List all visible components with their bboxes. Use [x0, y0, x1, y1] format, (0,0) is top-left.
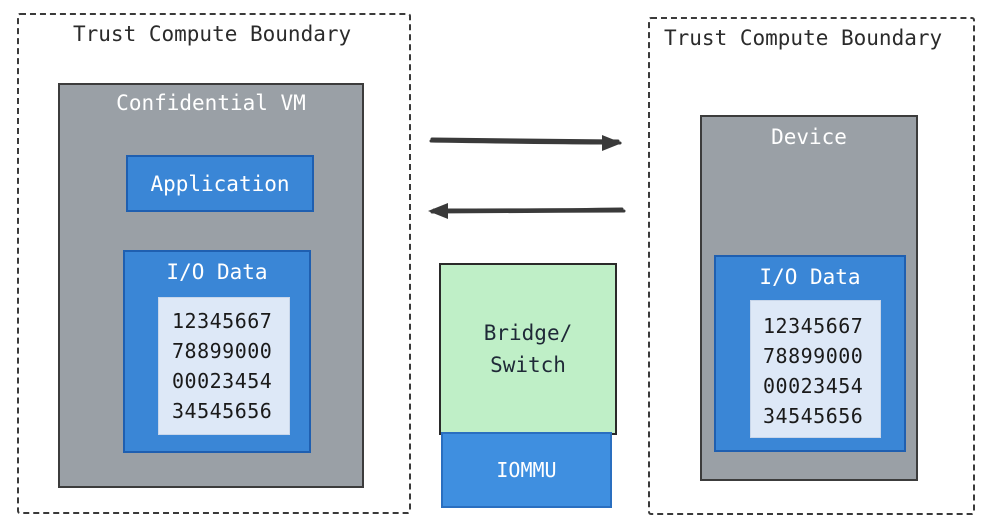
right-io-line-2: 78899000 — [763, 344, 864, 368]
left-boundary-label: Trust Compute Boundary — [73, 22, 352, 46]
confidential-vm-label: Confidential VM — [116, 91, 306, 115]
arrow-right — [429, 137, 622, 145]
bridge-switch-box: Bridge/ Switch — [439, 263, 617, 435]
right-io-data-values: 12345667 78899000 00023454 34545656 — [750, 300, 881, 438]
bridge-label-line1: Bridge/ — [483, 321, 573, 345]
device-label: Device — [771, 125, 847, 149]
right-boundary-label: Trust Compute Boundary — [664, 26, 943, 50]
bridge-label-line2: Switch — [490, 353, 566, 377]
right-trust-boundary: Trust Compute Boundary — [648, 17, 975, 515]
left-io-line-3: 00023454 — [172, 369, 273, 393]
right-io-line-3: 00023454 — [763, 374, 864, 398]
left-io-data-values: 12345667 78899000 00023454 34545656 — [158, 297, 290, 435]
application-box: Application — [126, 155, 314, 212]
right-io-line-4: 34545656 — [763, 404, 864, 428]
arrow-right-head — [602, 135, 622, 151]
left-trust-boundary: Trust Compute Boundary — [17, 13, 411, 514]
right-io-line-1: 12345667 — [763, 314, 864, 338]
left-io-line-2: 78899000 — [172, 339, 273, 363]
right-io-data-label: I/O Data — [759, 265, 861, 289]
arrow-left — [430, 207, 626, 214]
iommu-box: IOMMU — [441, 432, 612, 508]
arrow-left-head — [428, 203, 448, 219]
iommu-label: IOMMU — [496, 458, 557, 482]
left-io-data-label: I/O Data — [166, 260, 268, 284]
application-label: Application — [150, 171, 290, 196]
left-io-line-4: 34545656 — [172, 399, 273, 423]
left-io-line-1: 12345667 — [172, 309, 273, 333]
